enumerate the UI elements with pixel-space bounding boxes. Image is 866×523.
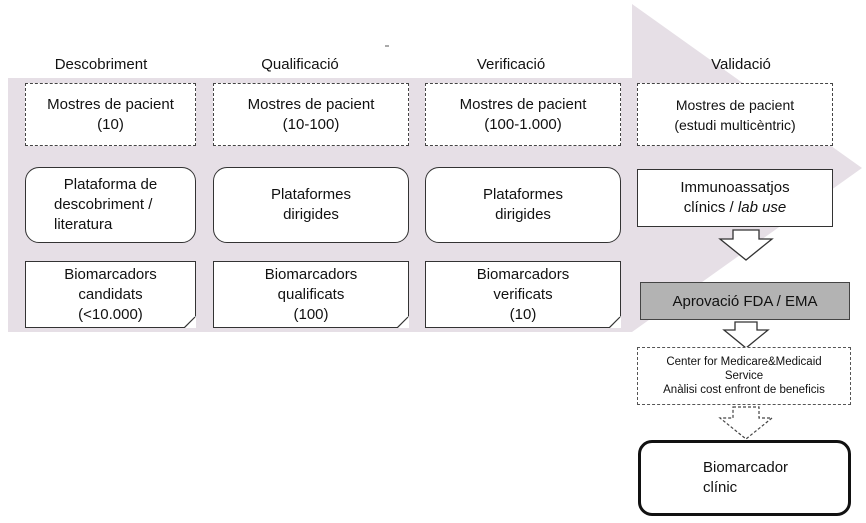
immunoassay-italic-text: lab use xyxy=(737,199,787,216)
cms-cost-benefit-box: Center for Medicare&Medicaid Service Anà… xyxy=(637,347,851,405)
platform-line: literatura xyxy=(54,216,113,233)
platform-line: Plataforma de xyxy=(63,176,158,193)
samples-box-qualification: Mostres de pacient (10-100) xyxy=(213,83,409,146)
folded-corner-icon xyxy=(609,316,621,328)
down-arrow-icon xyxy=(722,321,770,349)
down-arrow-icon xyxy=(718,229,774,261)
samples-count: (estudi multicèntric) xyxy=(674,116,796,133)
biomarkers-box-verification: Biomarcadors verificats (10) xyxy=(425,261,621,328)
column-header-validation: Validació xyxy=(711,56,771,73)
biomarkers-line: (<10.000) xyxy=(78,305,143,323)
immunoassay-plain-text: clínics / xyxy=(683,199,738,216)
dashed-down-arrow-icon xyxy=(718,406,774,440)
cms-line: Anàlisi cost enfront de beneficis xyxy=(663,384,825,396)
samples-count: (10-100) xyxy=(282,115,340,133)
platform-box-qualification: Plataformes dirigides xyxy=(213,167,409,243)
clinical-biomarker-box: Biomarcador clínic xyxy=(638,440,851,516)
column-header-verification: Verificació xyxy=(476,56,546,73)
column-header-qualification: Qualificació xyxy=(261,56,339,73)
platform-line: Plataformes xyxy=(482,186,564,203)
platform-line: dirigides xyxy=(283,206,339,223)
biomarkers-line: (10) xyxy=(509,305,537,323)
column-header-discovery: Descobriment xyxy=(54,56,148,73)
folded-corner-icon xyxy=(397,316,409,328)
immunoassay-box: Immunoassatjos clínics / lab use xyxy=(637,169,833,227)
cms-line: Center for Medicare&Medicaid xyxy=(666,356,822,368)
immunoassay-line: Immunoassatjos xyxy=(680,179,790,196)
folded-corner-icon xyxy=(184,316,196,328)
biomarkers-line: (100) xyxy=(293,305,329,323)
platform-line: Plataformes xyxy=(270,186,352,203)
samples-box-discovery: Mostres de pacient (10) xyxy=(25,83,196,146)
biomarkers-box-discovery: Biomarcadors candidats (<10.000) xyxy=(25,261,196,328)
biomarkers-line: candidats xyxy=(78,285,143,303)
samples-label: Mostres de pacient xyxy=(247,95,375,113)
platform-box-verification: Plataformes dirigides xyxy=(425,167,621,243)
biomarkers-box-qualification: Biomarcadors qualificats (100) xyxy=(213,261,409,328)
final-line: clínic xyxy=(703,479,738,496)
biomarkers-line: Biomarcadors xyxy=(64,265,157,283)
platform-box-discovery: Plataforma de descobriment / literatura xyxy=(25,167,196,243)
samples-label: Mostres de pacient xyxy=(459,95,587,113)
biomarkers-line: qualificats xyxy=(277,285,345,303)
samples-count: (100-1.000) xyxy=(484,115,562,133)
immunoassay-line: clínics / lab use xyxy=(684,198,787,218)
biomarkers-line: Biomarcadors xyxy=(264,265,358,283)
samples-box-validation: Mostres de pacient (estudi multicèntric) xyxy=(637,83,833,146)
final-line: Biomarcador xyxy=(703,459,789,476)
biomarkers-line: verificats xyxy=(493,285,553,303)
samples-label: Mostres de pacient xyxy=(675,96,795,113)
samples-count: (10) xyxy=(97,115,124,133)
platform-line: dirigides xyxy=(495,206,551,223)
platform-line: descobriment / xyxy=(54,196,153,213)
samples-label: Mostres de pacient xyxy=(47,95,174,113)
fda-ema-approval-box: Aprovació FDA / EMA xyxy=(640,282,850,320)
cms-line: Service xyxy=(724,370,764,382)
biomarkers-line: Biomarcadors xyxy=(476,265,570,283)
samples-box-verification: Mostres de pacient (100-1.000) xyxy=(425,83,621,146)
